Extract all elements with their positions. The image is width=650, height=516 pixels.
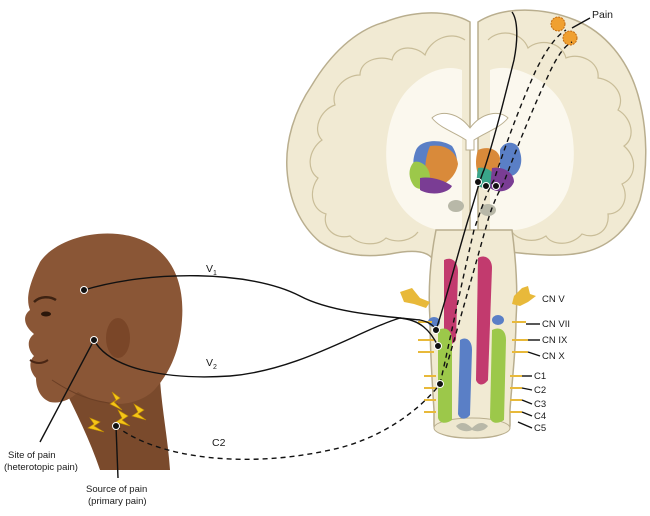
c2-leader: [521, 387, 533, 391]
pain-burst-1: [550, 16, 566, 32]
pain-mark-4: [115, 409, 131, 427]
cn-v-root-right: [512, 286, 536, 306]
site-of-pain-label-1: Site of pain: [8, 450, 56, 461]
white-matter-right: [490, 67, 574, 230]
cn-ix-label: CN IX: [542, 335, 568, 346]
synapse-v2-head: [90, 336, 98, 344]
subthalamic-nucleus-left: [448, 200, 464, 212]
synapse-v1-head: [80, 286, 88, 294]
thalamus-left-purple: [420, 177, 452, 194]
eye: [41, 311, 51, 317]
spinal-trigeminal-column-left: [444, 258, 458, 345]
pain-label: Pain: [592, 9, 613, 21]
head: [25, 233, 183, 404]
nerve-pathways: [39, 11, 591, 479]
sensory-column-center: [458, 338, 472, 419]
site-of-pain-label-2: (heterotopic pain): [4, 462, 78, 473]
synapse-thalamus-1: [474, 178, 482, 186]
source-of-pain-label-1: Source of pain: [86, 484, 147, 495]
c2-pathway: [115, 383, 441, 460]
neck-pain-marks: [87, 391, 147, 433]
nucleus-blue-right-top: [492, 315, 504, 325]
c3-label: C3: [534, 399, 546, 410]
cn-vii-label: CN VII: [542, 319, 570, 330]
v1-pathway: [83, 275, 437, 331]
pain-mark-1: [109, 391, 123, 411]
eyebrow: [33, 296, 57, 303]
pain-mark-3: [87, 417, 105, 433]
synapse-thalamus-3: [492, 182, 500, 190]
c3-leader: [521, 399, 533, 405]
synapse-points: [80, 178, 500, 430]
cn-x-label: CN X: [542, 351, 565, 362]
spinal-trigeminal-column-right: [476, 256, 492, 385]
lateral-ventricles: [431, 112, 509, 151]
motor-column-left: [438, 328, 452, 423]
cn-v-root-left: [400, 288, 430, 308]
pain-label-leader: [571, 17, 591, 29]
synapse-brainstem-2: [434, 342, 442, 350]
source-of-pain-label-2: (primary pain): [88, 496, 147, 507]
c4-leader: [521, 411, 533, 417]
cortex-gyri-left: [309, 35, 466, 245]
subthalamic-nucleus-right: [480, 204, 496, 216]
v2-label: V2: [206, 357, 217, 371]
brain-coronal-section: [286, 9, 647, 439]
synapse-thalamus-2: [482, 182, 490, 190]
cn-v-label: CN V: [542, 294, 565, 305]
c5-label: C5: [534, 423, 546, 434]
spinal-cord-gray-matter: [456, 422, 488, 432]
ascending-pathway-solid: [435, 11, 518, 331]
labels: Pain V1 V2 C2 Site of pain (heterotopic …: [4, 9, 613, 507]
cn-x-leader: [527, 351, 541, 357]
pain-burst: [550, 16, 578, 46]
synapse-brainstem-3: [436, 380, 444, 388]
synapse-brainstem-1: [432, 326, 440, 334]
v1-label: V1: [206, 263, 217, 277]
mouth: [29, 359, 49, 364]
cortex-gyri-right: [487, 32, 635, 244]
pain-burst-2: [562, 30, 578, 46]
c2-pathway-label: C2: [212, 437, 226, 449]
nerve-roots: [400, 286, 536, 413]
c4-label: C4: [534, 411, 546, 422]
ascending-pathway-dashed-2: [445, 41, 573, 369]
ascending-pathway-dashed-1: [439, 29, 567, 385]
thalamus-left-orange: [425, 145, 458, 186]
site-of-pain-leader: [39, 339, 95, 443]
c1-label: C1: [534, 371, 546, 382]
c5-leader: [517, 421, 533, 429]
jawline: [51, 379, 119, 405]
pain-mark-2: [131, 403, 147, 421]
synapse-c2-neck: [112, 422, 120, 430]
motor-column-right: [490, 328, 506, 423]
ear: [106, 318, 130, 358]
c2-label: C2: [534, 385, 546, 396]
v2-pathway: [93, 317, 439, 378]
source-of-pain-leader: [115, 425, 119, 479]
